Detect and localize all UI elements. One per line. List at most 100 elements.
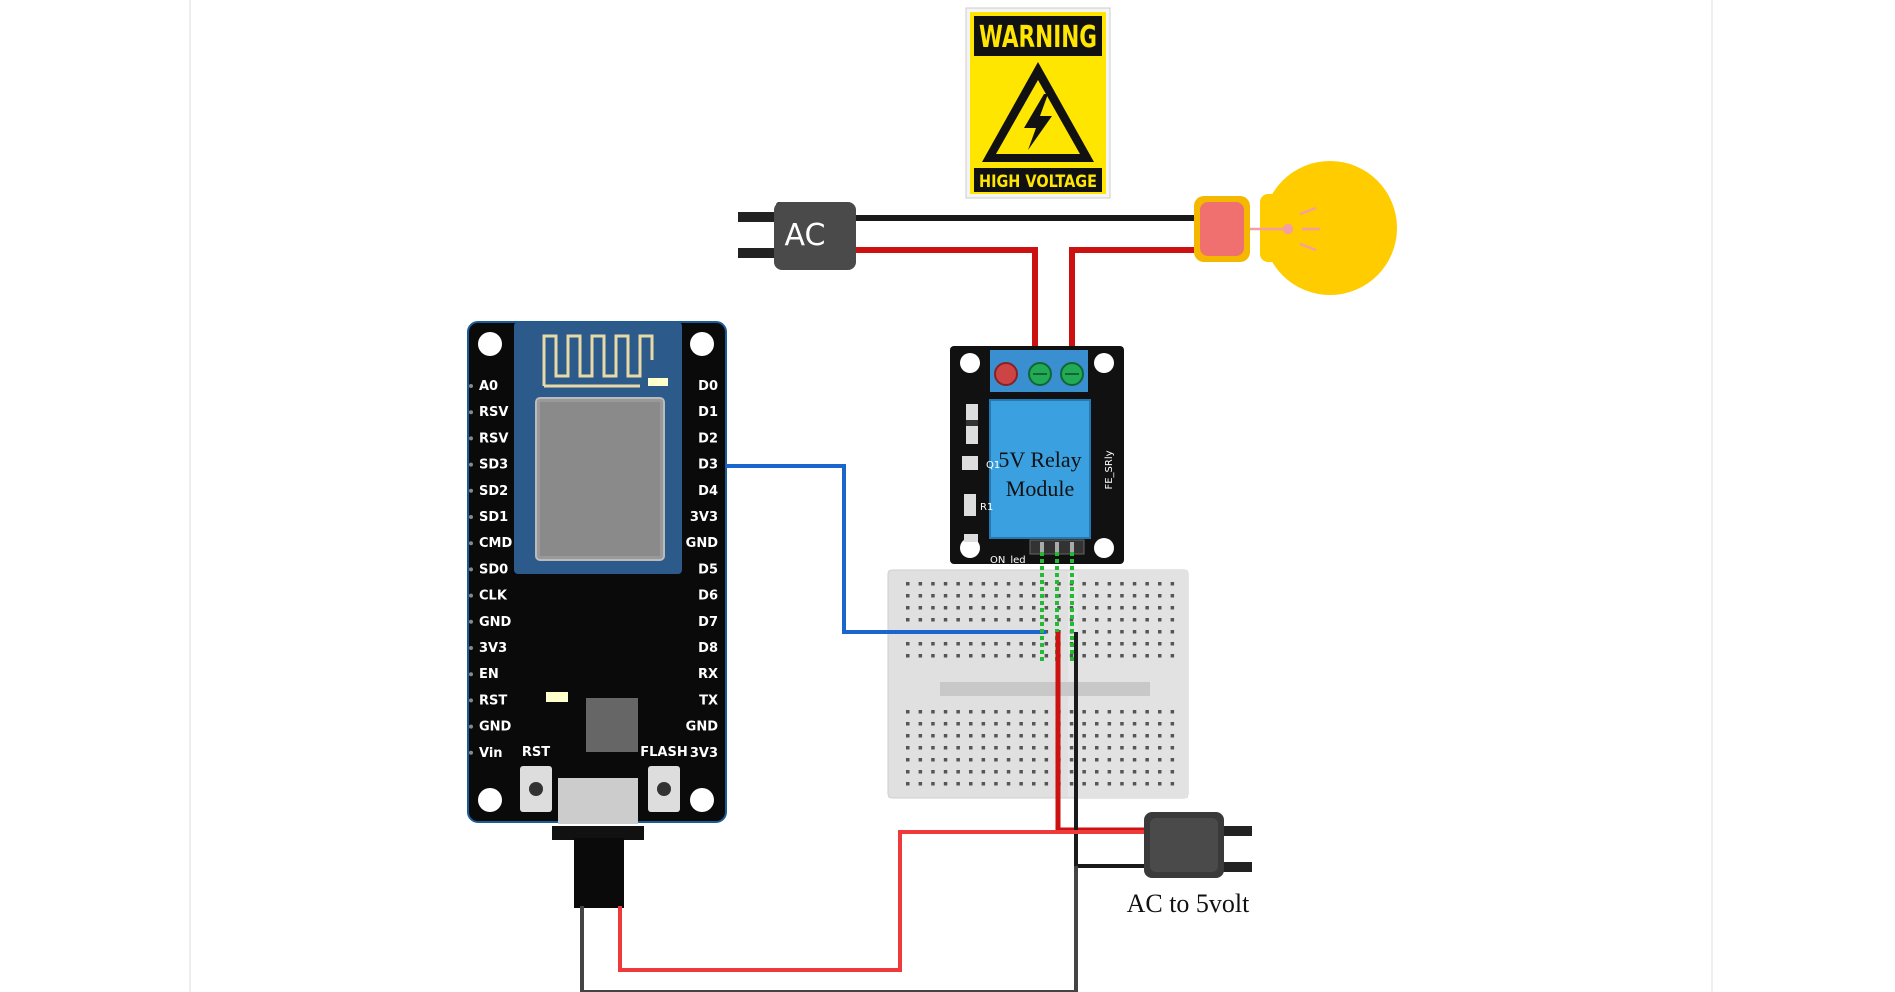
breadboard-hole: [1107, 642, 1112, 646]
breadboard-hole: [1145, 606, 1149, 610]
left-pin-dot: [469, 462, 473, 467]
breadboard-hole: [1006, 782, 1011, 786]
signal-wires: [580, 464, 1150, 992]
breadboard-hole: [994, 642, 998, 646]
breadboard-hole: [969, 642, 973, 646]
breadboard-hole: [1069, 746, 1074, 750]
breadboard-hole: [1158, 582, 1162, 586]
breadboard-hole: [1132, 654, 1137, 658]
breadboard-hole: [1107, 746, 1112, 750]
breadboard-hole: [994, 782, 998, 786]
breadboard-hole: [906, 618, 910, 622]
breadboard-hole: [1044, 618, 1049, 622]
breadboard-hole: [943, 758, 948, 762]
breadboard-hole: [1069, 782, 1074, 786]
breadboard-hole: [994, 594, 998, 598]
warning-sign: WARNING HIGH VOLTAGE: [965, 7, 1111, 199]
breadboard-hole: [1032, 746, 1036, 750]
breadboard-hole: [981, 710, 986, 714]
ac-plug-label: AC: [785, 218, 826, 253]
breadboard-hole: [1082, 618, 1086, 622]
breadboard-hole: [969, 782, 973, 786]
breadboard-hole: [906, 746, 910, 750]
breadboard-hole: [1158, 618, 1162, 622]
breadboard-hole: [1132, 710, 1137, 714]
breadboard-hole: [1145, 582, 1149, 586]
breadboard-hole: [1032, 618, 1036, 622]
right-pin-label: D3: [698, 458, 718, 473]
breadboard-hole: [918, 746, 923, 750]
breadboard-hole: [969, 734, 973, 738]
breadboard-hole: [1158, 734, 1162, 738]
breadboard-hole: [943, 770, 948, 774]
breadboard-hole: [1095, 618, 1099, 622]
breadboard-hole: [1170, 606, 1175, 610]
left-pin-label: RSV: [479, 405, 508, 420]
breadboard-hole: [1158, 770, 1162, 774]
breadboard-hole: [994, 582, 998, 586]
breadboard-hole: [981, 770, 986, 774]
breadboard-hole: [1082, 746, 1086, 750]
left-pin-dot: [469, 646, 473, 650]
breadboard-hole: [1032, 582, 1036, 586]
breadboard-hole: [1145, 642, 1149, 646]
breadboard-hole: [1170, 746, 1175, 750]
breadboard-hole: [1044, 746, 1049, 750]
breadboard-hole: [1145, 758, 1149, 762]
breadboard-hole: [1019, 722, 1023, 726]
left-pin-dot: [469, 567, 473, 572]
breadboard-hole: [1107, 710, 1112, 714]
relay-label-line2: Module: [1006, 476, 1074, 501]
right-pin-label: TX: [699, 693, 718, 708]
breadboard-hole: [1044, 642, 1049, 646]
light-bulb: [1194, 161, 1397, 295]
relay-side-label: FE_SRly: [1104, 450, 1115, 489]
breadboard-hole: [1120, 618, 1124, 622]
breadboard-hole: [956, 734, 960, 738]
breadboard-hole: [1006, 642, 1011, 646]
breadboard-hole: [1006, 606, 1011, 610]
left-pin-dot: [469, 410, 473, 415]
breadboard-hole: [1032, 642, 1036, 646]
breadboard-hole: [1170, 618, 1175, 622]
breadboard-hole: [1107, 630, 1112, 634]
breadboard-hole: [1145, 746, 1149, 750]
bulb-filament-icon: [1250, 206, 1320, 252]
breadboard-hole: [931, 770, 935, 774]
breadboard-hole: [1158, 710, 1162, 714]
breadboard-hole: [943, 594, 948, 598]
right-pin-label: D8: [698, 641, 718, 656]
breadboard-hole: [943, 782, 948, 786]
breadboard-hole: [906, 734, 910, 738]
breadboard-hole: [943, 746, 948, 750]
breadboard-hole: [956, 654, 960, 658]
breadboard-hole: [1095, 654, 1099, 658]
breadboard-hole: [1006, 758, 1011, 762]
breadboard-hole: [1132, 582, 1137, 586]
breadboard-hole: [931, 746, 935, 750]
breadboard-hole: [1095, 770, 1099, 774]
breadboard-hole: [956, 594, 960, 598]
breadboard-hole: [1095, 734, 1099, 738]
ac-plug: AC: [738, 202, 856, 270]
breadboard-hole: [1006, 710, 1011, 714]
breadboard-hole: [1095, 630, 1099, 634]
breadboard-hole: [1019, 746, 1023, 750]
breadboard-hole: [1170, 710, 1175, 714]
breadboard-hole: [1057, 606, 1061, 610]
breadboard-hole: [906, 722, 910, 726]
breadboard-hole: [1170, 722, 1175, 726]
breadboard-hole: [1069, 758, 1074, 762]
breadboard-hole: [1044, 606, 1049, 610]
breadboard-hole: [981, 722, 986, 726]
breadboard-hole: [943, 654, 948, 658]
breadboard-hole: [969, 758, 973, 762]
breadboard-hole: [931, 734, 935, 738]
breadboard-hole: [956, 606, 960, 610]
lightning-bolt-icon: [1024, 94, 1052, 150]
breadboard-hole: [994, 710, 998, 714]
breadboard-hole: [1120, 654, 1124, 658]
breadboard-hole: [1019, 642, 1023, 646]
breadboard-hole: [981, 734, 986, 738]
